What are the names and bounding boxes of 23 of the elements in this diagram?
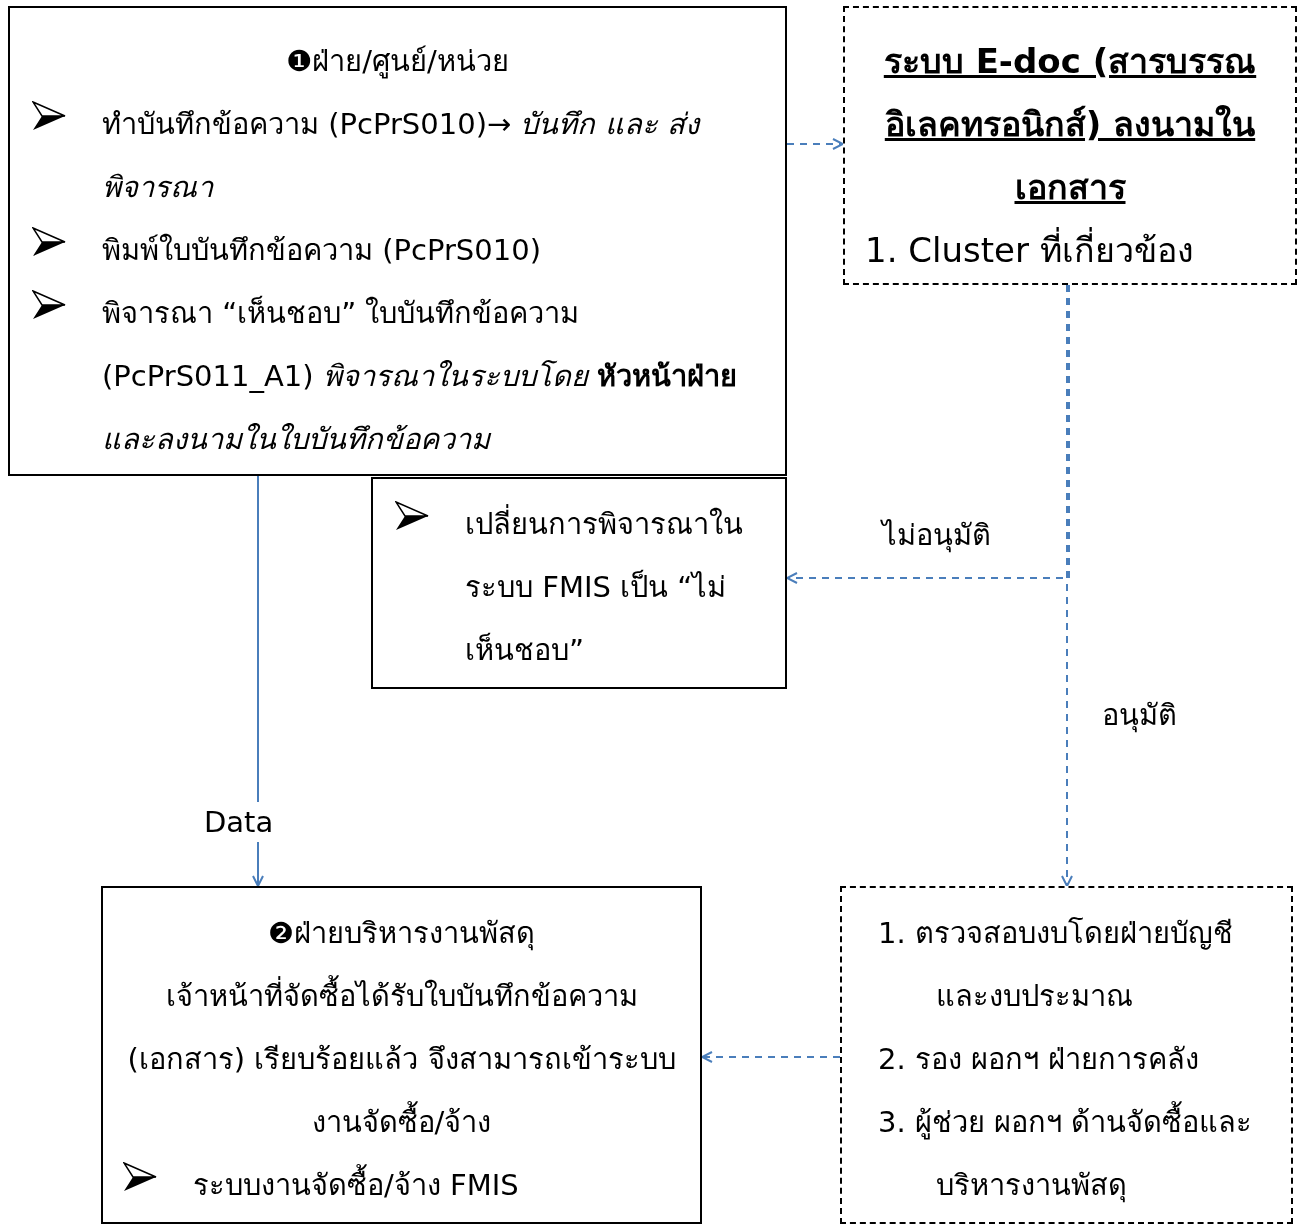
heading-text: ❷ฝ่ายบริหารงานพัสดุ — [267, 915, 536, 953]
arrow — [786, 284, 1070, 584]
heading-text: ❶ฝ่าย/ศูนย์/หน่วย — [285, 43, 510, 81]
process-box — [840, 886, 1293, 1224]
process-box — [843, 6, 1297, 285]
bullet-text: ระบบงานจัดซื้อ/จ้าง FMIS — [193, 1154, 519, 1217]
list-item-text: 1. ตรวจสอบงบโดยฝ่ายบัญชีและงบประมาณ — [878, 915, 1234, 1015]
arrow — [786, 138, 844, 150]
bullet-text: พิจารณา “เห็นชอบ” ใบบันทึกข้อความ (PcPrS011_A1) พิจารณาในระบบโดย หัวหน้าฝ่าย และลงนามในใบบันทึกข้อความ — [102, 294, 738, 458]
bullet-text: ทำบันทึกข้อความ (PcPrS010)→ บันทึก และ ส่งพิจารณา — [102, 106, 702, 206]
list-item-text: 1. Cluster ที่เกี่ยวข้อง — [865, 219, 1275, 282]
arrow — [252, 475, 264, 887]
body-text: เจ้าหน้าที่จัดซื้อได้รับใบบันทึกข้อความ (เอกสาร) เรียบร้อยแล้ว จึงสามารถเข้าระบบงานจัดซื้อ/จ้าง — [123, 965, 680, 1154]
arrow — [701, 1051, 841, 1063]
process-box — [8, 6, 787, 476]
bullet-text: พิมพ์ใบบันทึกข้อความ (PcPrS010) — [102, 232, 541, 269]
bullet-text: เปลี่ยนการพิจารณาในระบบ FMIS เป็น “ไม่เห็นชอบ” — [465, 493, 775, 682]
heading-text: ระบบ E-doc (สารบรรณอิเลคทรอนิกส์) ลงนามในเอกสาร — [882, 40, 1258, 209]
process-box — [101, 886, 702, 1224]
process-box — [371, 477, 787, 689]
list-item-text: 2. รอง ผอกฯ ฝ่ายการคลัง — [878, 1041, 1201, 1078]
arrow — [1061, 284, 1073, 887]
list-item-text: 3. ผู้ช่วย ผอกฯ ด้านจัดซื้อและบริหารงานพัสดุ — [878, 1091, 1281, 1217]
